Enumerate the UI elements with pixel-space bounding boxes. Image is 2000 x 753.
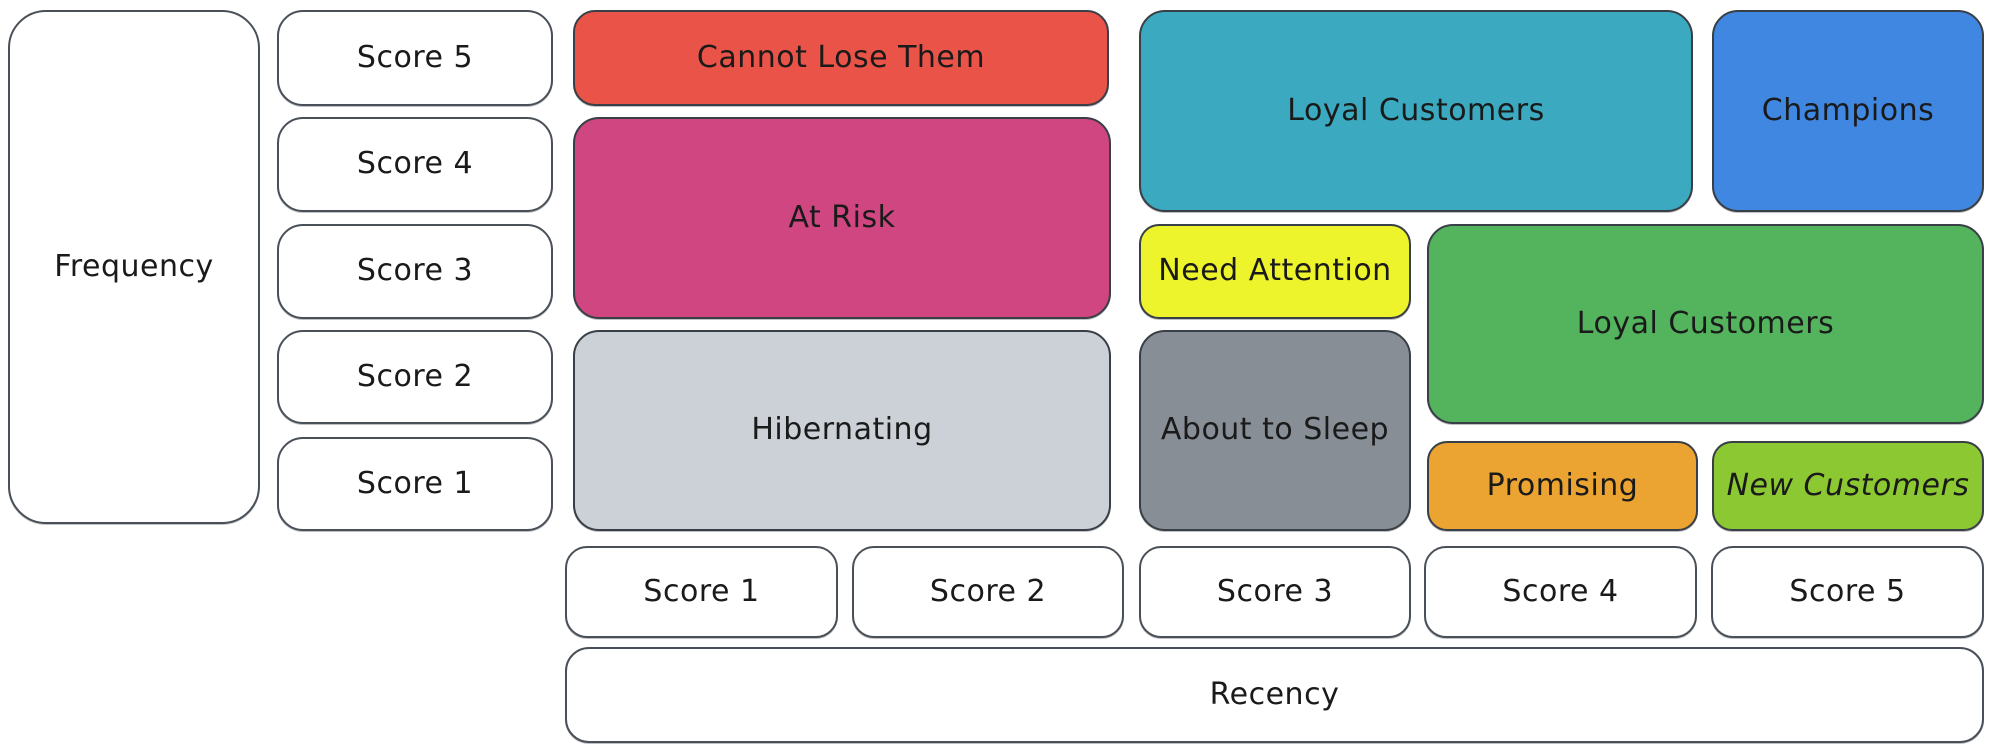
recency-score-2-box: Score 2 (852, 546, 1124, 638)
recency-score-3-box: Score 3 (1139, 546, 1411, 638)
recency-score-5-box: Score 5 (1711, 546, 1984, 638)
segment-loyal-customers-top: Loyal Customers (1139, 10, 1693, 212)
frequency-score-3-box: Score 3 (277, 224, 553, 319)
recency-axis-label: Recency (565, 647, 1984, 743)
recency-score-4-box: Score 4 (1424, 546, 1697, 638)
segment-cannot-lose-them: Cannot Lose Them (573, 10, 1109, 106)
segment-champions: Champions (1712, 10, 1984, 212)
segment-new-customers: New Customers (1712, 441, 1984, 531)
segment-at-risk: At Risk (573, 117, 1111, 319)
segment-loyal-customers-mid: Loyal Customers (1427, 224, 1984, 424)
segment-hibernating: Hibernating (573, 330, 1111, 531)
frequency-score-5-box: Score 5 (277, 10, 553, 106)
frequency-score-2-box: Score 2 (277, 330, 553, 424)
frequency-axis-label: Frequency (8, 10, 260, 524)
frequency-score-1-box: Score 1 (277, 437, 553, 531)
segment-about-to-sleep: About to Sleep (1139, 330, 1411, 531)
frequency-score-4-box: Score 4 (277, 117, 553, 212)
recency-score-1-box: Score 1 (565, 546, 838, 638)
segment-promising: Promising (1427, 441, 1698, 531)
segment-need-attention: Need Attention (1139, 224, 1411, 319)
